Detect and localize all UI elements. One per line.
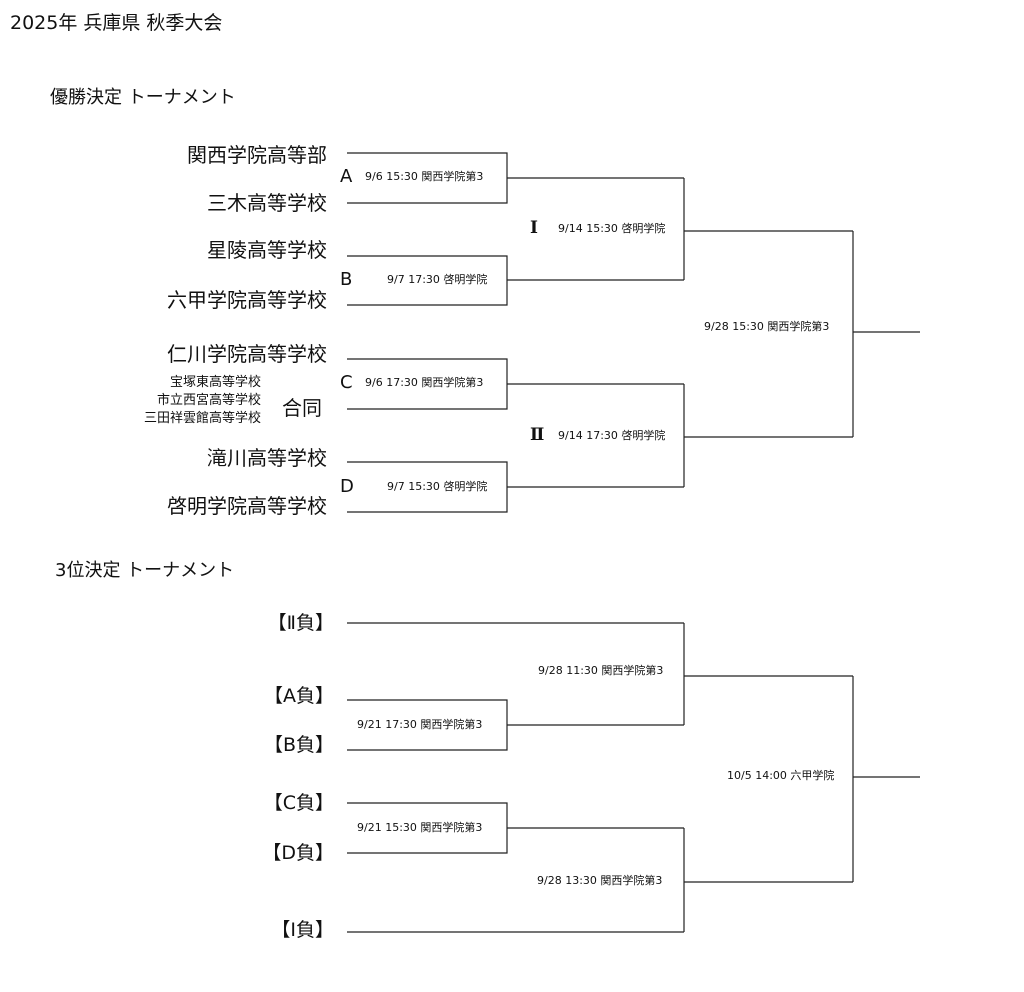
team-name: 六甲学院高等学校 bbox=[167, 288, 327, 312]
championship-heading: 優勝決定 トーナメント bbox=[50, 87, 236, 108]
match-letter-b: B bbox=[340, 269, 353, 290]
third-semi-info: 9/28 13:30 関西学院第3 bbox=[537, 874, 663, 887]
team-name: 啓明学院高等学校 bbox=[167, 494, 327, 518]
semifinal-info-1: 9/14 15:30 啓明学院 bbox=[558, 222, 666, 235]
final-info: 9/28 15:30 関西学院第3 bbox=[704, 320, 830, 333]
match-info-a: 9/6 15:30 関西学院第3 bbox=[365, 170, 484, 183]
third-semi-info: 9/28 11:30 関西学院第3 bbox=[538, 664, 664, 677]
semifinal-id-2: Ⅱ bbox=[530, 425, 545, 445]
match-letter-c: C bbox=[340, 372, 353, 393]
loser-entry: 【Ⅰ負】 bbox=[271, 919, 334, 941]
loser-entry: 【Ⅱ負】 bbox=[267, 612, 334, 634]
joint-team-member: 市立西宮高等学校 bbox=[156, 393, 261, 408]
match-letter-a: A bbox=[340, 166, 353, 187]
team-name: 星陵高等学校 bbox=[207, 238, 327, 262]
third-place-heading: 3位決定 トーナメント bbox=[55, 560, 235, 581]
match-info-b: 9/7 17:30 啓明学院 bbox=[387, 273, 488, 286]
third-final-info: 10/5 14:00 六甲学院 bbox=[727, 769, 835, 782]
joint-team-label: 合同 bbox=[282, 396, 322, 420]
team-name: 滝川高等学校 bbox=[207, 446, 327, 470]
semifinal-id-1: Ⅰ bbox=[530, 218, 538, 238]
team-name: 三木高等学校 bbox=[207, 191, 327, 215]
joint-team-member: 宝塚東高等学校 bbox=[169, 375, 261, 390]
match-info-c: 9/6 17:30 関西学院第3 bbox=[365, 376, 484, 389]
loser-entry: 【C負】 bbox=[263, 792, 334, 814]
loser-entry: 【A負】 bbox=[264, 685, 334, 707]
match-letter-d: D bbox=[340, 476, 354, 497]
loser-entry: 【D負】 bbox=[262, 842, 334, 864]
team-name: 関西学院高等部 bbox=[187, 143, 327, 167]
page-title: 2025年 兵庫県 秋季大会 bbox=[10, 12, 223, 34]
loser-entry: 【B負】 bbox=[263, 734, 334, 756]
third-match-info: 9/21 17:30 関西学院第3 bbox=[357, 718, 483, 731]
joint-team-member: 三田祥雲館高等学校 bbox=[143, 411, 261, 426]
match-info-d: 9/7 15:30 啓明学院 bbox=[387, 480, 488, 493]
semifinal-info-2: 9/14 17:30 啓明学院 bbox=[558, 429, 666, 442]
team-name: 仁川学院高等学校 bbox=[167, 342, 327, 366]
third-match-info: 9/21 15:30 関西学院第3 bbox=[357, 821, 483, 834]
